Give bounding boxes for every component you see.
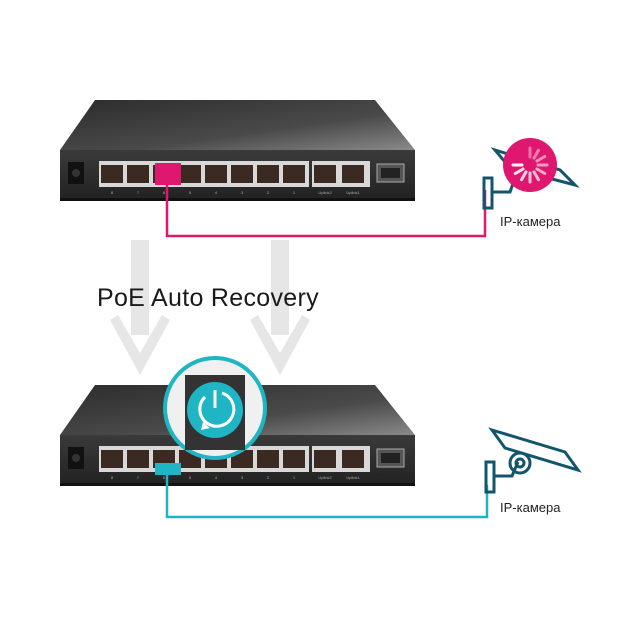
camera-label-bottom: IP-камера: [500, 500, 561, 515]
ethernet-port: [283, 450, 305, 468]
pink-cable: [165, 185, 487, 238]
port-label: 4: [215, 190, 218, 195]
feature-title: PoE Auto Recovery: [97, 284, 319, 312]
ethernet-port: [257, 165, 279, 183]
port-label: Uplink1: [346, 475, 360, 480]
ethernet-port: [205, 165, 227, 183]
port-label: 6: [163, 475, 166, 480]
port-label: Uplink2: [318, 190, 332, 195]
port-label: 8: [111, 190, 114, 195]
port-label: 1: [293, 190, 296, 195]
port-label: 3: [241, 475, 244, 480]
port-label: 7: [137, 475, 140, 480]
loading-spinner-icon: [503, 138, 557, 192]
port-label: Uplink2: [318, 475, 332, 480]
port-label: 8: [111, 475, 114, 480]
port-label: 2: [267, 475, 270, 480]
ethernet-port: [257, 450, 279, 468]
spinner-tick: [532, 170, 540, 182]
failed-port: [155, 163, 181, 185]
switch-top: 8 7 6 5 4 3 2 1 Uplink2 Uplink1: [59, 99, 416, 202]
cyan-cable: [165, 472, 489, 519]
spinner-tick: [520, 170, 528, 182]
ethernet-port: [127, 165, 149, 183]
ethernet-port: [283, 165, 305, 183]
ethernet-port: [231, 165, 253, 183]
port-label: 5: [189, 475, 192, 480]
ethernet-port: [314, 450, 336, 468]
ethernet-port: [179, 165, 201, 183]
ethernet-port: [127, 450, 149, 468]
port-label: 3: [241, 190, 244, 195]
port-label: 5: [189, 190, 192, 195]
port-label: 7: [137, 190, 140, 195]
spinner-tick: [535, 167, 547, 175]
ethernet-port: [342, 450, 364, 468]
port-label: 4: [215, 475, 218, 480]
port-label: 6: [163, 190, 166, 195]
recovered-port: [155, 463, 181, 475]
spinner-tick: [532, 148, 540, 160]
ethernet-port: [101, 450, 123, 468]
camera-label-top: IP-камера: [500, 214, 561, 229]
ethernet-port: [342, 165, 364, 183]
ethernet-port: [101, 165, 123, 183]
security-camera-icon: [484, 427, 582, 494]
port-label: Uplink1: [346, 190, 360, 195]
spinner-tick: [535, 155, 547, 163]
port-label: 1: [293, 475, 296, 480]
power-recovery-icon: [163, 356, 267, 460]
port-label: 2: [267, 190, 270, 195]
spinner-tick: [513, 167, 525, 175]
ethernet-port: [314, 165, 336, 183]
